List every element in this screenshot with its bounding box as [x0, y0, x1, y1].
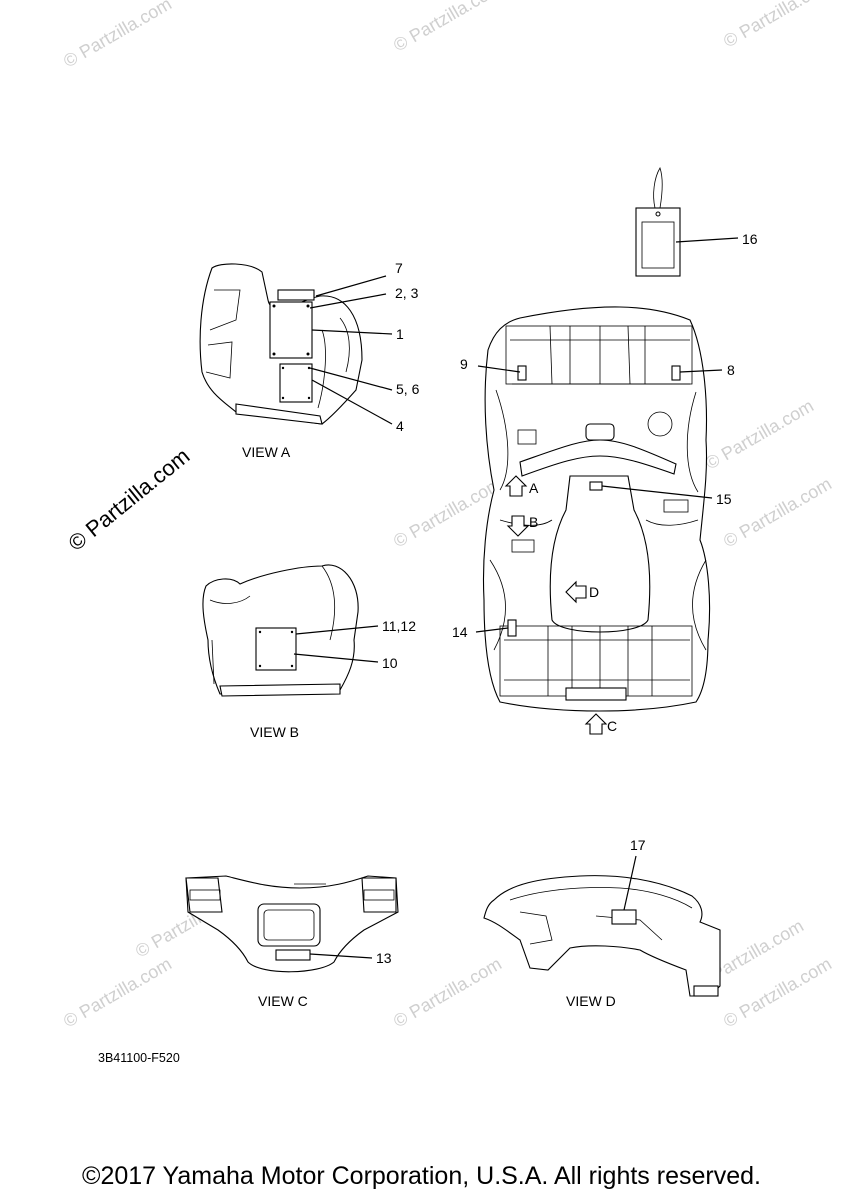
arrow-label-c: C	[607, 718, 617, 734]
view-c-drawing	[185, 875, 399, 973]
arrow-label-a: A	[529, 480, 539, 496]
watermark: © Partzilla.com	[390, 953, 505, 1031]
watermark: © Partzilla.com	[60, 0, 175, 71]
callout-14: 14	[452, 624, 468, 640]
callout-13: 13	[376, 950, 392, 966]
leader-16	[675, 237, 739, 243]
leader-13	[309, 953, 373, 959]
view-a-leaders	[309, 275, 393, 425]
watermark: © Partzilla.com	[390, 0, 505, 55]
callout-4: 4	[396, 418, 404, 434]
view-arrows	[504, 475, 608, 735]
callout-9: 9	[460, 356, 468, 372]
view-b-leaders	[293, 625, 379, 663]
callout-16: 16	[742, 231, 758, 247]
watermark: © Partzilla.com	[702, 395, 817, 473]
view-a-drawing	[199, 263, 363, 425]
callout-10: 10	[382, 655, 398, 671]
view-d-label: VIEW D	[566, 993, 616, 1009]
callout-15: 15	[716, 491, 732, 507]
leader-17	[623, 855, 637, 911]
watermarks: © Partzilla.com © Partzilla.com © Partzi…	[60, 0, 835, 1031]
watermark: © Partzilla.com	[720, 473, 835, 551]
atv-top-view	[482, 306, 711, 712]
callout-2-3: 2, 3	[395, 285, 419, 301]
view-d-drawing	[483, 875, 721, 997]
callout-11-12: 11,12	[382, 618, 416, 634]
watermark: © Partzilla.com	[720, 0, 835, 51]
view-a-label: VIEW A	[242, 444, 291, 460]
view-c-label: VIEW C	[258, 993, 308, 1009]
watermark-dark: © Partzilla.com	[63, 443, 194, 556]
arrow-up-a-icon	[504, 475, 528, 497]
arrow-label-b: B	[529, 514, 538, 530]
arrow-down-b-icon	[506, 515, 530, 537]
callout-8: 8	[727, 362, 735, 378]
callout-7: 7	[395, 260, 403, 276]
top-view-leaders	[475, 365, 723, 633]
view-b-label: VIEW B	[250, 724, 299, 740]
callout-17: 17	[630, 837, 646, 853]
arrow-up-c-icon	[584, 713, 608, 735]
callout-5-6: 5, 6	[396, 381, 420, 397]
callout-1: 1	[396, 326, 404, 342]
copyright-notice: ©2017 Yamaha Motor Corporation, U.S.A. A…	[82, 1162, 761, 1190]
watermark: © Partzilla.com	[60, 953, 175, 1031]
hang-tag	[635, 167, 681, 277]
view-b-drawing	[202, 564, 359, 697]
diagram-code: 3B41100-F520	[98, 1051, 180, 1065]
arrow-left-d-icon	[565, 580, 587, 604]
arrow-label-d: D	[589, 584, 599, 600]
